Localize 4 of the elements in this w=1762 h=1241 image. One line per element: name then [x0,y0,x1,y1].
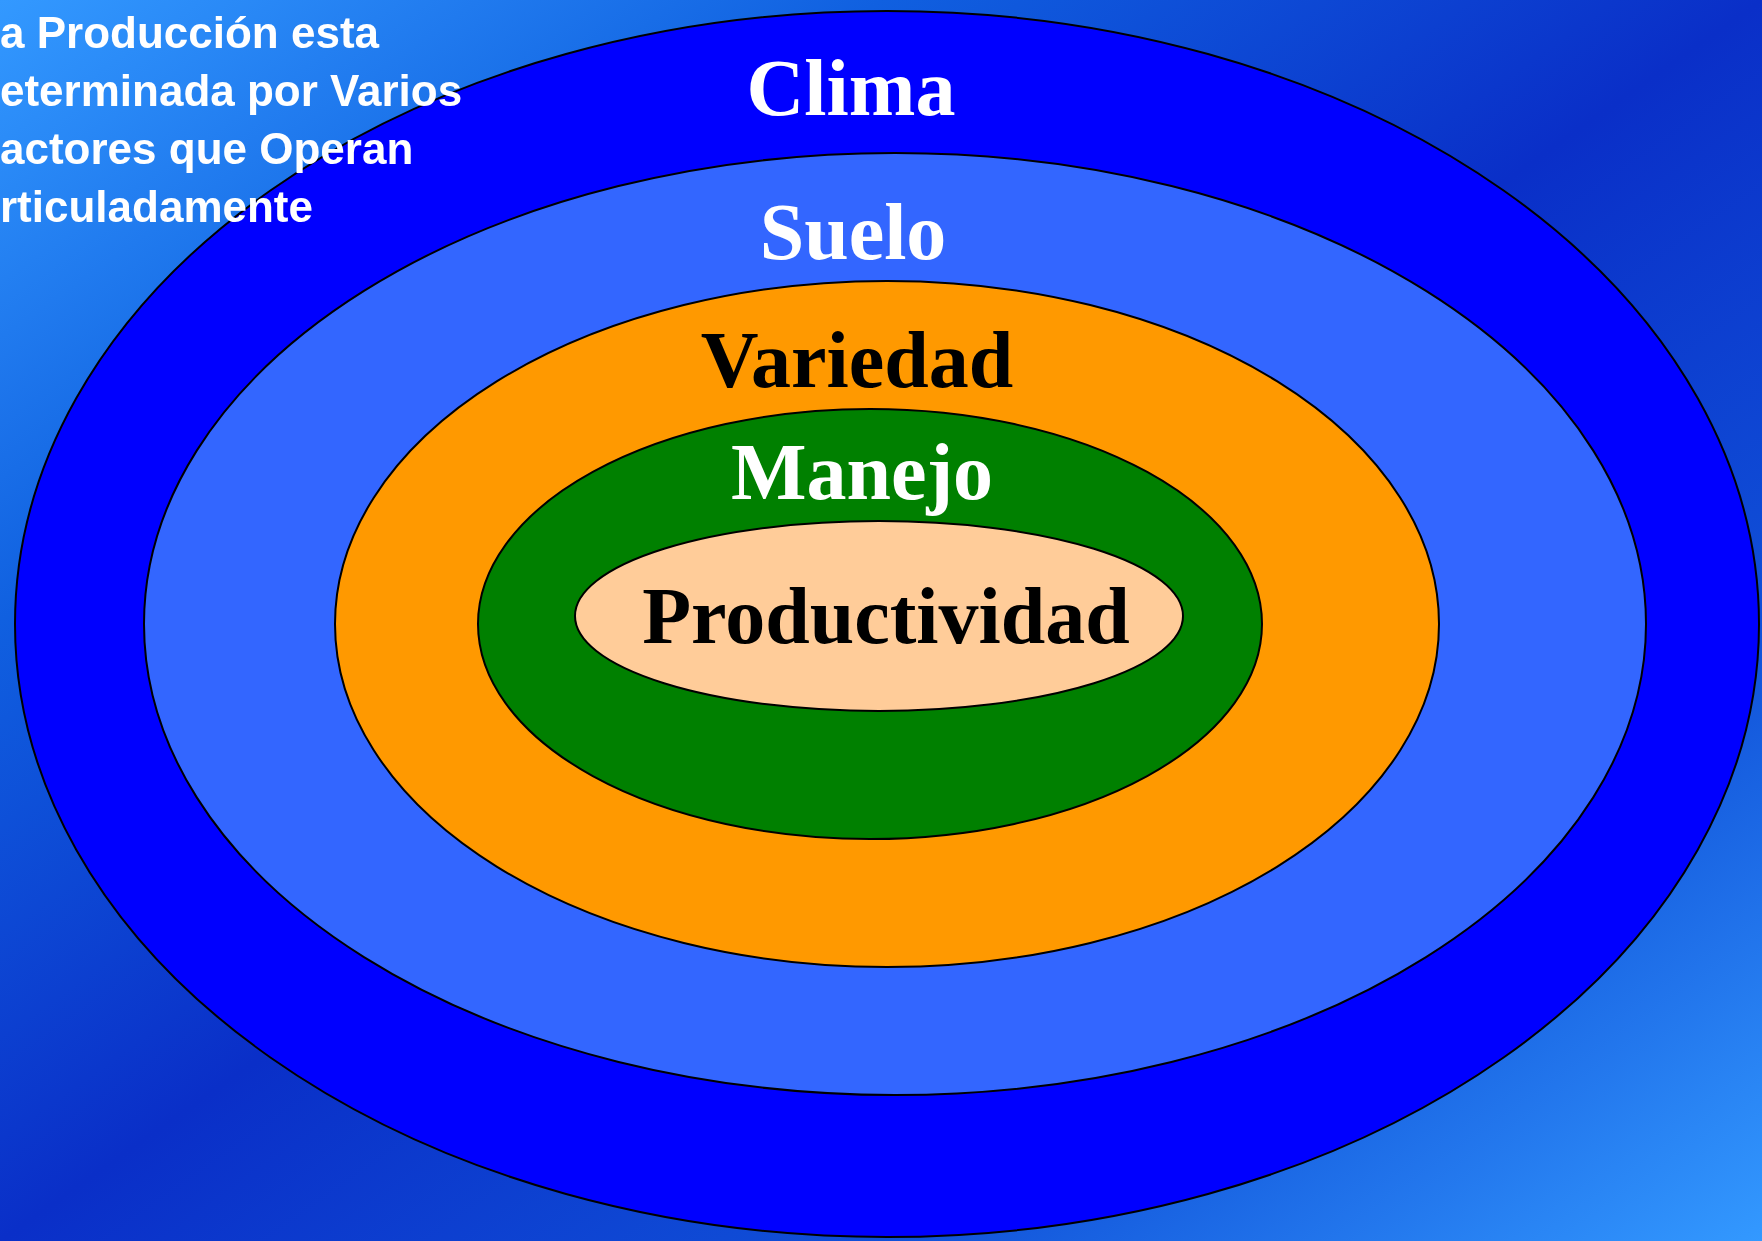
factor-label: Variedad [700,320,1014,400]
factor-label: Productividad [642,576,1130,656]
factor-label: Clima [746,48,956,128]
factor-label: Suelo [759,192,947,272]
